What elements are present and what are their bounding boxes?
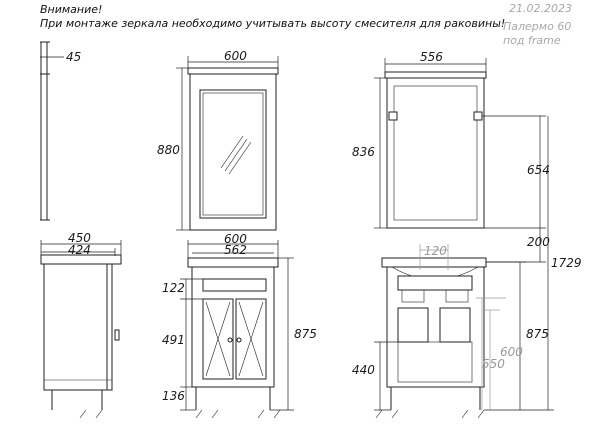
dim-cabinet-body-depth: 424 xyxy=(68,243,91,257)
dim-back-opening-height: 440 xyxy=(352,363,375,377)
mirror-front-view xyxy=(176,56,279,231)
dim-door-height: 491 xyxy=(162,333,185,347)
dim-pipe-height-1: 600 xyxy=(500,345,523,359)
dim-mirror-inner-height: 836 xyxy=(352,145,375,159)
dim-pipe-height-2: 550 xyxy=(482,357,505,371)
mirror-side-view xyxy=(40,41,64,221)
dim-cabinet-body-width: 562 xyxy=(224,243,247,257)
floor-hatching xyxy=(79,409,485,419)
dim-mirror-inner-width: 556 xyxy=(420,50,443,64)
drawing-date: 21.02.2023 xyxy=(509,2,572,15)
dim-total-height: 1729 xyxy=(551,256,582,270)
cabinet-front-view xyxy=(180,240,294,411)
mirror-rear-view xyxy=(374,58,554,411)
dim-leg-height: 136 xyxy=(162,389,185,403)
warning-title: Внимание! xyxy=(40,3,103,16)
product-variant: под frame xyxy=(503,34,561,47)
dim-rear-cabinet-height: 875 xyxy=(526,327,549,341)
warning-text: При монтаже зеркала необходимо учитывать… xyxy=(40,17,506,30)
dim-mirror-width: 600 xyxy=(224,49,247,63)
dim-siphon-width: 120 xyxy=(424,244,447,258)
dim-sink-gap: 200 xyxy=(527,235,550,249)
dim-drawer-height: 122 xyxy=(162,281,185,295)
product-name: Палермо 60 xyxy=(503,20,572,33)
cabinet-side-view xyxy=(40,240,122,410)
dim-cabinet-height: 875 xyxy=(294,327,317,341)
cabinet-rear-view xyxy=(374,244,526,411)
dim-mirror-depth: 45 xyxy=(66,50,81,64)
dim-cabinet-top-width: 600 xyxy=(224,232,247,246)
dim-mirror-mount-height: 654 xyxy=(527,163,550,177)
dim-cabinet-top-depth: 450 xyxy=(68,231,91,245)
dim-mirror-height: 880 xyxy=(157,143,180,157)
